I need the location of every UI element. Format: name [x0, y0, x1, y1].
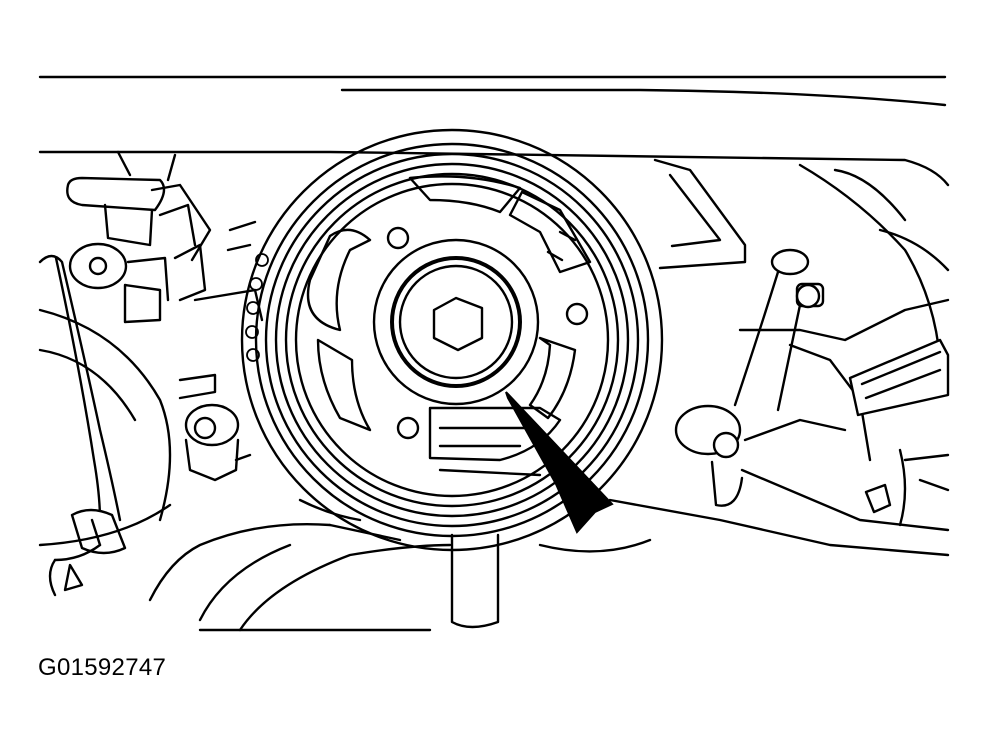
figure-id-label: G01592747	[38, 654, 167, 681]
pulley-hub	[372, 238, 540, 406]
support-post	[450, 533, 500, 629]
body-panel-lines	[38, 75, 950, 187]
crankshaft-pulley	[240, 128, 664, 552]
callout-arrow	[505, 391, 614, 534]
pulley-bolt-hex-head	[432, 296, 484, 352]
timing-marks	[245, 253, 269, 362]
left-engine-components	[38, 150, 652, 632]
right-engine-components	[608, 158, 950, 557]
